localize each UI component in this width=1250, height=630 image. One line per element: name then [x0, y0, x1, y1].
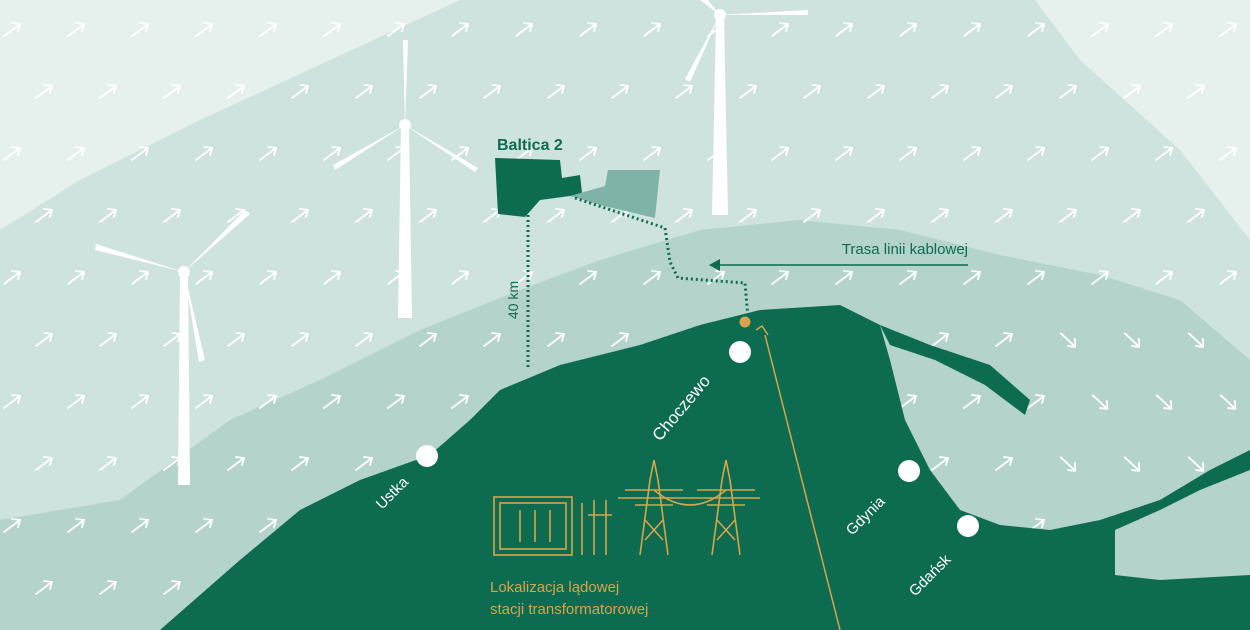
farm-label: Baltica 2	[497, 137, 563, 154]
cable-route-arrowhead	[709, 259, 720, 271]
distance-label: 40 km	[505, 281, 521, 319]
wind-turbine	[95, 210, 250, 485]
landfall-point	[739, 316, 751, 328]
land-mass	[160, 305, 1250, 630]
city-marker-ustka	[416, 445, 438, 467]
hel-peninsula	[880, 325, 1030, 415]
wind-turbine	[333, 40, 478, 318]
vistula-lagoon	[1115, 470, 1250, 580]
city-marker-choczewo	[729, 341, 751, 363]
station-label-line2: stacji transformatorowej	[490, 601, 648, 618]
city-marker-gdynia	[898, 460, 920, 482]
sea-light-band-right	[1035, 0, 1250, 240]
baltica-2-area-east	[570, 170, 660, 218]
substation-pointer-head	[755, 324, 769, 336]
power-line	[653, 489, 727, 506]
substation-icon	[493, 496, 760, 556]
city-marker-gdansk	[957, 515, 979, 537]
sea-light-band	[0, 0, 460, 230]
station-label-line1: Lokalizacja lądowej	[490, 579, 619, 596]
baltica-2-area-west	[495, 158, 582, 217]
wind-turbine	[685, 0, 808, 215]
cable-route-label: Trasa linii kablowej	[842, 241, 968, 258]
substation-pointer	[764, 334, 841, 630]
transmission-tower-icon	[697, 459, 755, 556]
